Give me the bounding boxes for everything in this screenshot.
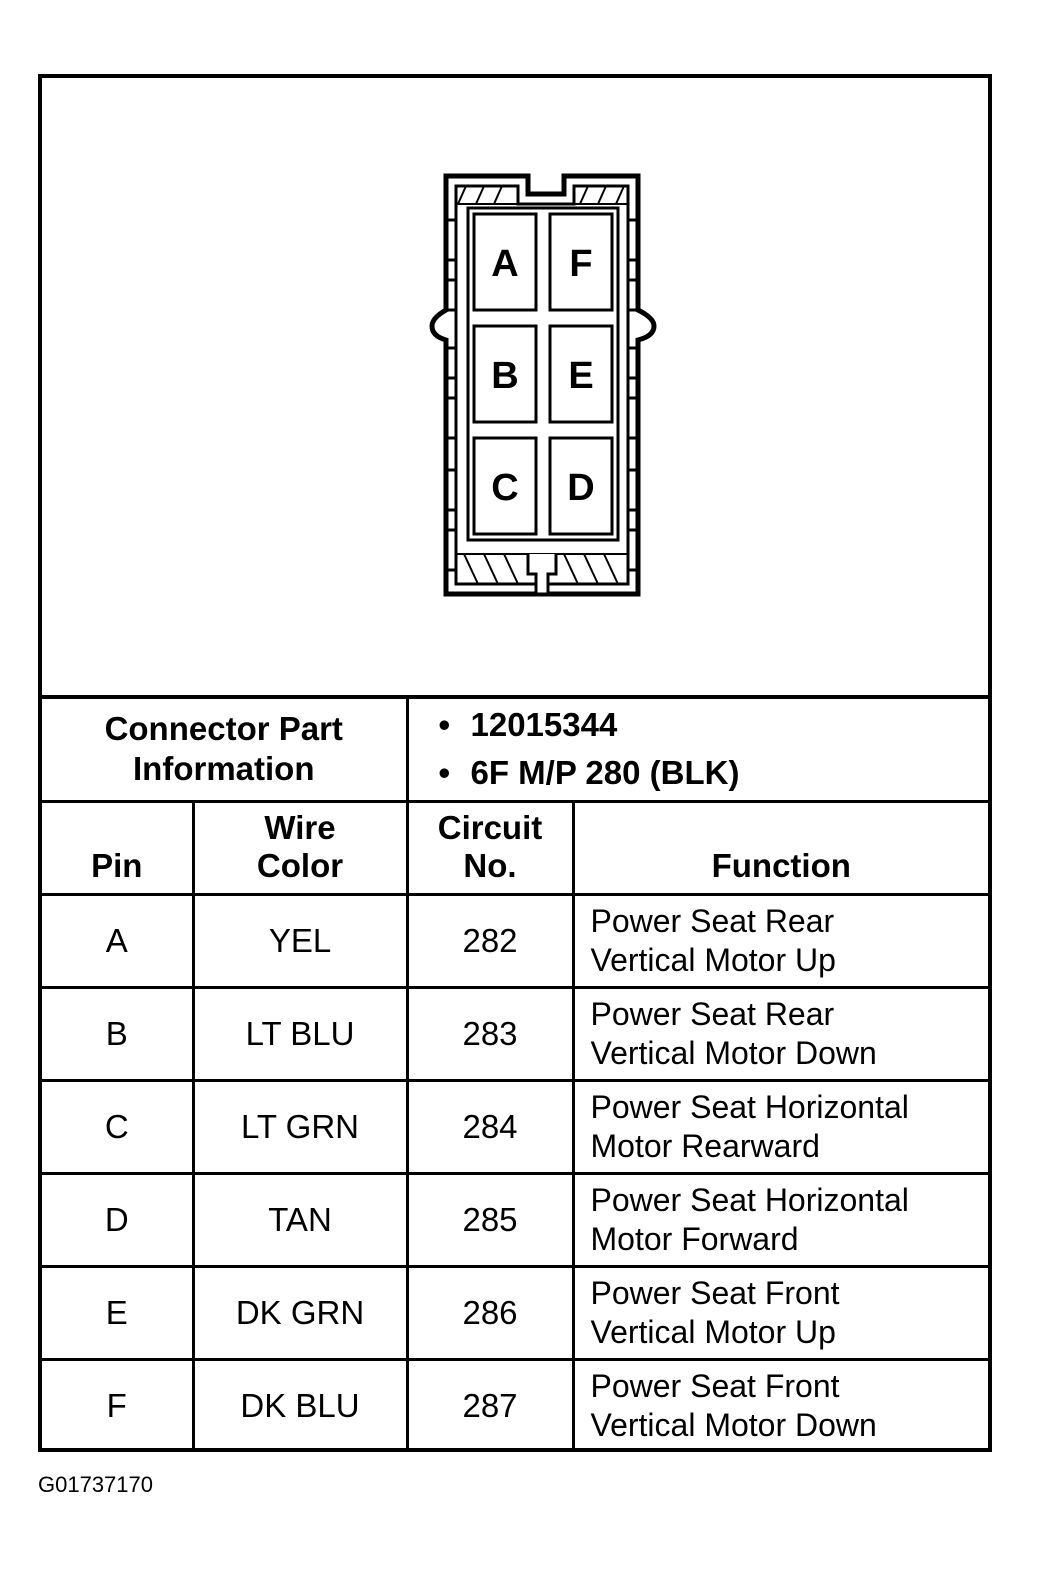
wire-color-cell: LT GRN xyxy=(191,1078,409,1175)
connector-face-diagram: A F B E C D xyxy=(429,173,657,597)
header-function: Function xyxy=(571,799,989,896)
bullet-icon: • xyxy=(438,754,451,792)
pin-label-f: F xyxy=(569,243,592,285)
bullet-icon: • xyxy=(438,706,451,744)
part-number: 12015344 xyxy=(470,706,618,744)
pin-label-b: B xyxy=(491,355,518,397)
pin-cavity-b xyxy=(472,324,538,424)
circuit-cell: 284 xyxy=(405,1078,575,1175)
connector-description: 6F M/P 280 (BLK) xyxy=(470,754,740,792)
top-hatching xyxy=(456,185,628,205)
part-info-item: • 12015344 xyxy=(439,701,989,749)
table-row: B LT BLU 283 Power Seat Rear Vertical Mo… xyxy=(42,985,989,1082)
table-header-row: Pin Wire Color Circuit No. Function xyxy=(42,799,989,896)
bottom-key xyxy=(526,554,558,596)
wire-color-cell: DK GRN xyxy=(191,1264,409,1361)
info-label-line2: Information xyxy=(133,750,315,788)
connector-diagram-area: A F B E C D xyxy=(42,78,988,699)
part-info-item: • 6F M/P 280 (BLK) xyxy=(439,749,989,797)
table-row: E DK GRN 286 Power Seat Front Vertical M… xyxy=(42,1264,989,1361)
pin-cell: D xyxy=(42,1171,195,1268)
header-circuit-no: Circuit No. xyxy=(405,799,575,896)
table-row: F DK BLU 287 Power Seat Front Vertical M… xyxy=(42,1357,989,1452)
function-cell: Power Seat Horizontal Motor Forward xyxy=(571,1171,989,1268)
pin-cavities xyxy=(466,206,620,542)
circuit-cell: 283 xyxy=(405,985,575,1082)
circuit-cell: 282 xyxy=(405,892,575,989)
function-cell: Power Seat Front Vertical Motor Up xyxy=(571,1264,989,1361)
wire-color-cell: DK BLU xyxy=(191,1357,409,1452)
info-label-line1: Connector Part xyxy=(104,710,343,748)
header-wire-color: Wire Color xyxy=(191,799,409,896)
circuit-cell: 287 xyxy=(405,1357,575,1452)
connector-inner-outline xyxy=(454,184,630,586)
pin-cell: C xyxy=(42,1078,195,1175)
pin-cell: A xyxy=(42,892,195,989)
connector-info-label: Connector Part Information xyxy=(42,699,409,803)
circuit-cell: 286 xyxy=(405,1264,575,1361)
figure-id: G01737170 xyxy=(38,1472,153,1497)
header-pin: Pin xyxy=(42,799,195,896)
table-row: A YEL 282 Power Seat Rear Vertical Motor… xyxy=(42,892,989,989)
pin-label-c: C xyxy=(491,467,518,509)
pin-cavity-f xyxy=(548,212,614,312)
function-cell: Power Seat Horizontal Motor Rearward xyxy=(571,1078,989,1175)
pin-cavity-a xyxy=(472,212,538,312)
pin-label-a: A xyxy=(491,243,518,285)
figure-frame: A F B E C D Connector Part Information •… xyxy=(38,74,992,1452)
wire-color-cell: TAN xyxy=(191,1171,409,1268)
pin-label-d: D xyxy=(567,467,594,509)
pin-label-e: E xyxy=(568,355,593,397)
wire-color-cell: YEL xyxy=(191,892,409,989)
pin-cell: F xyxy=(42,1357,195,1452)
pinout-table: Connector Part Information • 12015344 • 6F… xyxy=(42,699,989,1452)
connector-info-values: • 12015344 • 6F M/P 280 (BLK) xyxy=(405,699,989,803)
connector-outer-outline xyxy=(429,173,657,597)
pin-cell: E xyxy=(42,1264,195,1361)
function-cell: Power Seat Rear Vertical Motor Up xyxy=(571,892,989,989)
connector-info-row: Connector Part Information • 12015344 • 6F… xyxy=(42,699,989,803)
pin-cavity-e xyxy=(548,324,614,424)
part-info-list: • 12015344 • 6F M/P 280 (BLK) xyxy=(409,701,989,797)
circuit-cell: 285 xyxy=(405,1171,575,1268)
side-ribs xyxy=(444,218,640,572)
function-cell: Power Seat Front Vertical Motor Down xyxy=(571,1357,989,1452)
table-row: D TAN 285 Power Seat Horizontal Motor Fo… xyxy=(42,1171,989,1268)
pin-cell: B xyxy=(42,985,195,1082)
table-row: C LT GRN 284 Power Seat Horizontal Motor… xyxy=(42,1078,989,1175)
wire-color-cell: LT BLU xyxy=(191,985,409,1082)
function-cell: Power Seat Rear Vertical Motor Down xyxy=(571,985,989,1082)
pin-cavity-c xyxy=(472,436,538,536)
pin-cavity-d xyxy=(548,436,614,536)
